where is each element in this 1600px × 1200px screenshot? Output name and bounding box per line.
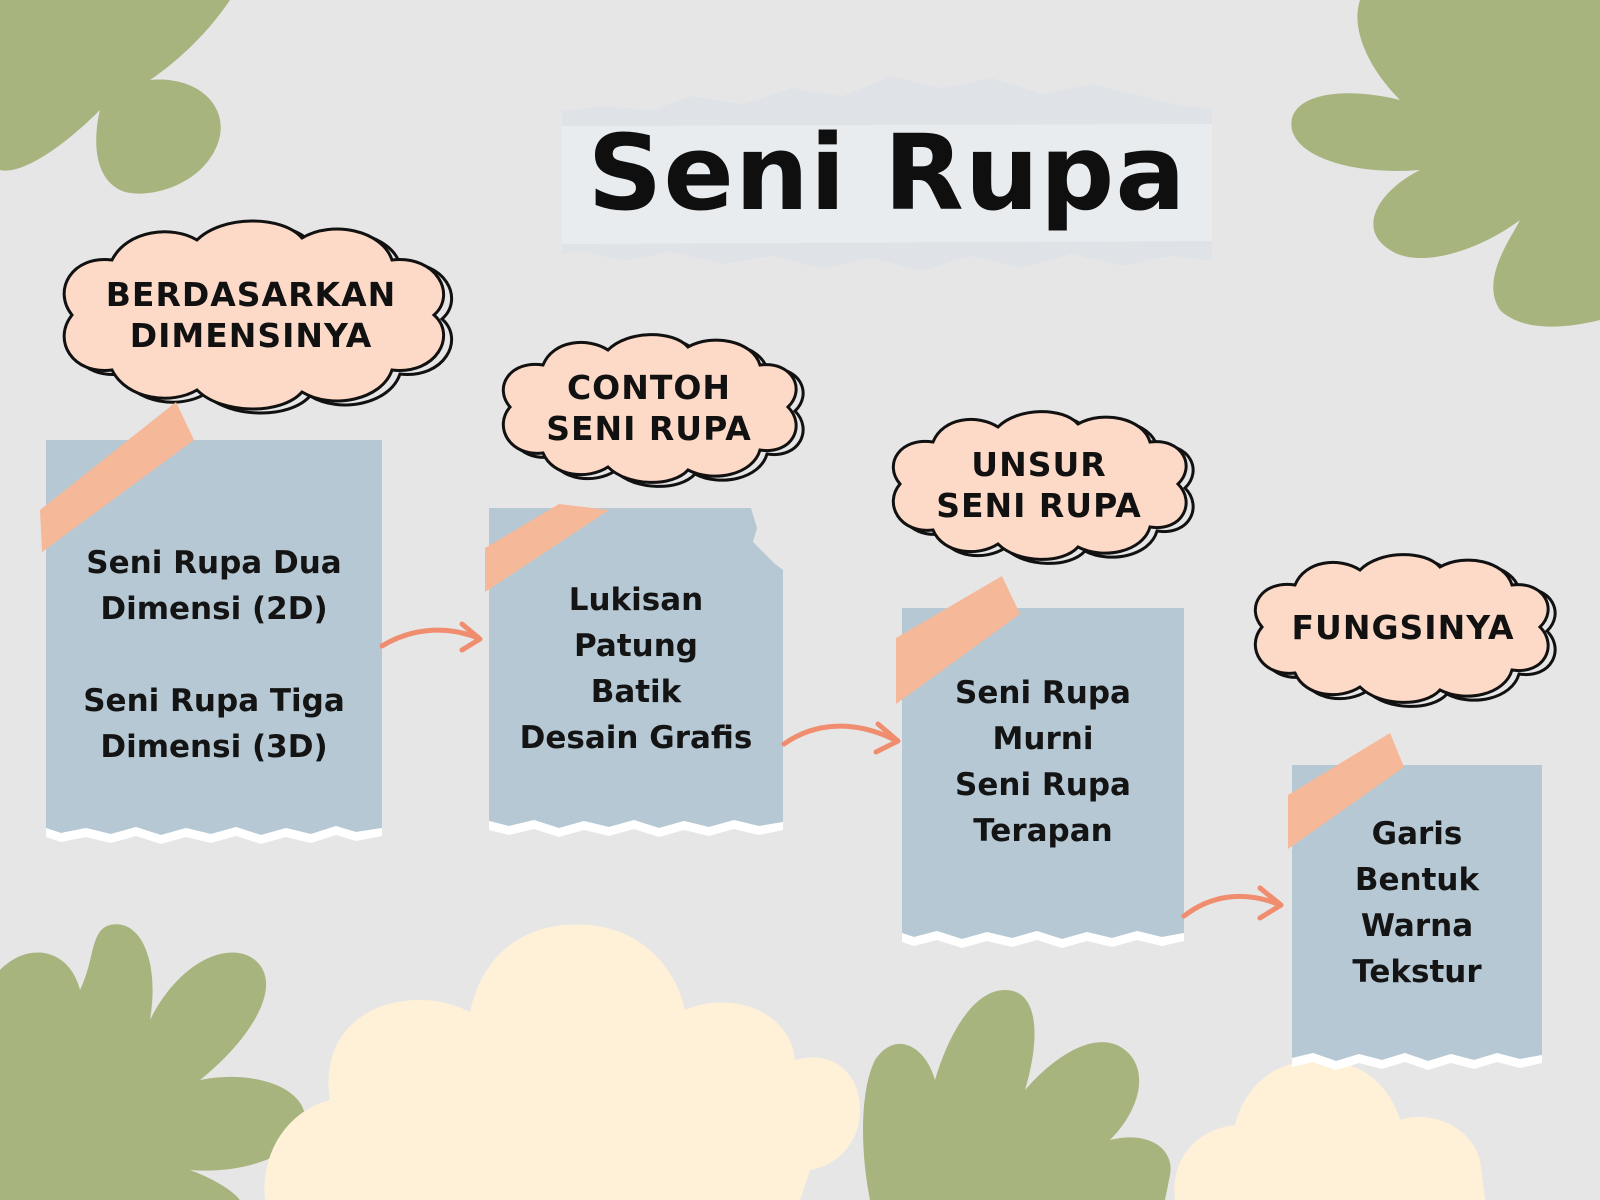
cloud-bottom-right bbox=[1174, 1060, 1485, 1200]
step-1-item-spacer bbox=[46, 632, 382, 678]
step-1-item: Dimensi (2D) bbox=[100, 591, 328, 627]
note-paper-shape bbox=[40, 402, 382, 844]
scalloped-bubble-shape bbox=[501, 333, 805, 488]
step-3-item: Murni bbox=[992, 721, 1094, 757]
arrow-1-to-2 bbox=[379, 621, 483, 653]
step-2-heading-bubble: CONTOH SENI RUPA bbox=[488, 325, 810, 490]
step-3-item: Seni Rupa bbox=[955, 675, 1131, 711]
arrow-2-to-3 bbox=[781, 721, 901, 755]
step-4-item: Garis bbox=[1371, 816, 1463, 852]
step-1-item: Seni Rupa Dua bbox=[86, 545, 342, 581]
cloud-bottom bbox=[264, 924, 860, 1200]
leaf-bottom-left bbox=[0, 924, 306, 1200]
step-3-heading-bubble: UNSUR SENI RUPA bbox=[878, 402, 1200, 567]
leaf-top-right bbox=[1291, 0, 1600, 327]
step-2-heading: CONTOH SENI RUPA bbox=[546, 367, 752, 448]
step-4-note: Garis Bentuk Warna Tekstur bbox=[1288, 733, 1542, 1070]
step-2-item: Batik bbox=[590, 674, 682, 710]
note-paper-shape bbox=[485, 504, 783, 837]
step-2-item: Patung bbox=[574, 628, 698, 664]
scalloped-bubble-shape bbox=[891, 410, 1195, 565]
step-2-note: Lukisan Patung Batik Desain Grafis bbox=[485, 504, 783, 838]
page-title: Seni Rupa bbox=[587, 112, 1187, 234]
step-1-heading-bubble: BERDASARKAN DIMENSINYA bbox=[42, 210, 460, 420]
leaf-top-left bbox=[0, 0, 230, 194]
step-4-item: Warna bbox=[1360, 908, 1474, 944]
step-4-item: Bentuk bbox=[1354, 862, 1480, 898]
scalloped-bubble-shape bbox=[62, 219, 454, 415]
step-3-item: Seni Rupa bbox=[955, 767, 1131, 803]
step-1-note: Seni Rupa Dua Dimensi (2D) Seni Rupa Tig… bbox=[40, 402, 382, 845]
step-2-item: Desain Grafis bbox=[519, 720, 753, 756]
leaf-bottom-center bbox=[863, 990, 1171, 1200]
step-4-heading-bubble: FUNGSINYA bbox=[1240, 545, 1566, 710]
title-paper bbox=[562, 76, 1212, 271]
step-3-heading: UNSUR SENI RUPA bbox=[936, 444, 1142, 525]
step-2-item: Lukisan bbox=[568, 582, 704, 618]
step-4-heading: FUNGSINYA bbox=[1291, 608, 1515, 647]
step-3-note: Seni Rupa Murni Seni Rupa Terapan bbox=[896, 576, 1184, 948]
scalloped-bubble-shape bbox=[1253, 553, 1557, 708]
note-paper-shape bbox=[1288, 733, 1542, 1070]
note-paper-shape bbox=[896, 576, 1184, 948]
step-1-heading: BERDASARKAN DIMENSINYA bbox=[105, 275, 397, 355]
step-1-item: Seni Rupa Tiga bbox=[83, 683, 345, 719]
step-3-item: Terapan bbox=[973, 813, 1113, 849]
arrow-3-to-4 bbox=[1181, 885, 1284, 921]
step-4-item: Tekstur bbox=[1352, 954, 1482, 990]
step-1-item: Dimensi (3D) bbox=[100, 729, 328, 765]
